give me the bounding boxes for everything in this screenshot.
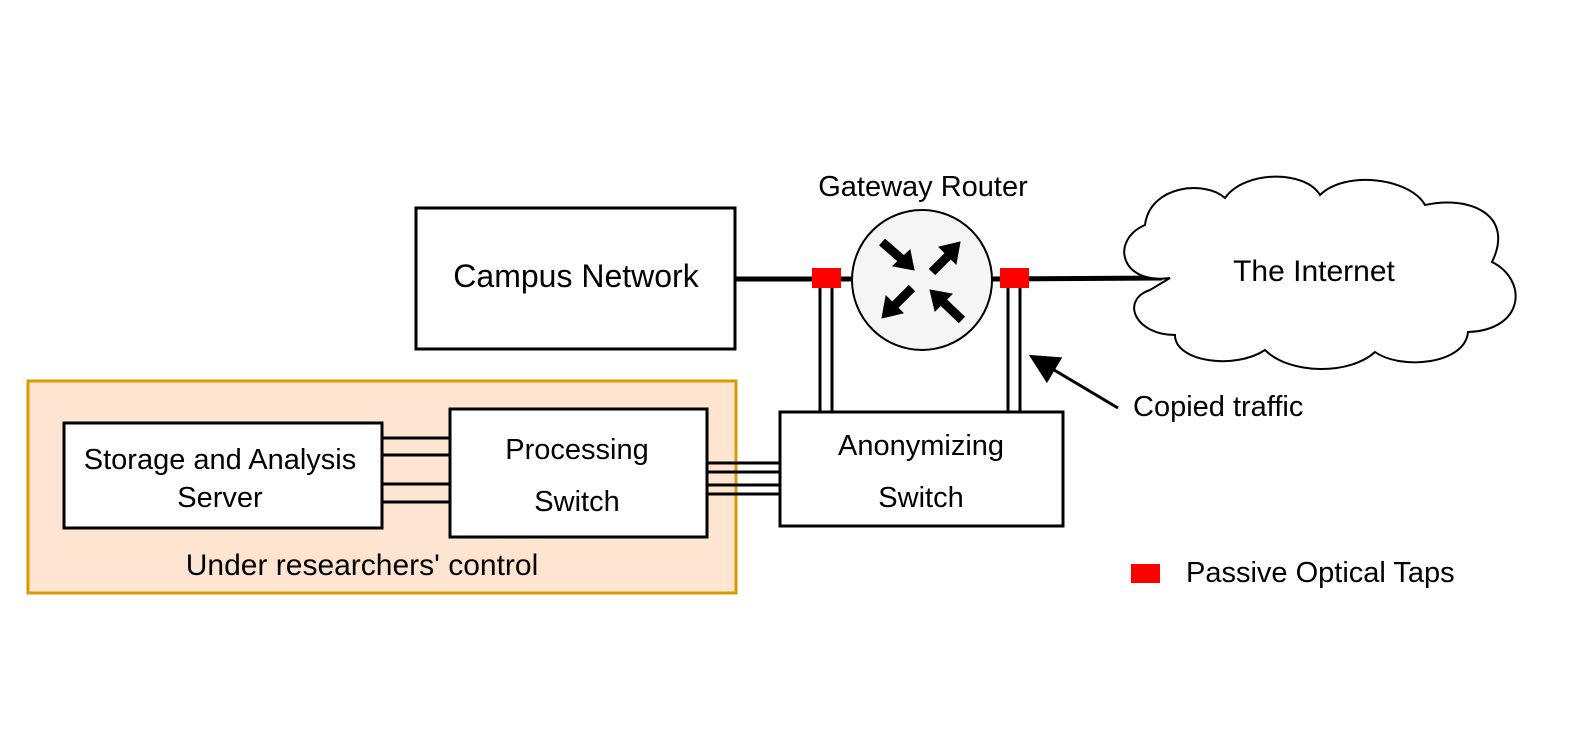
storage-server-label-line1: Storage and Analysis — [84, 444, 356, 476]
campus-network-box — [414, 206, 737, 351]
gateway-router-label: Gateway Router — [818, 171, 1028, 203]
researcher-region-label: Under researchers' control — [186, 549, 539, 582]
anonymizing-switch-box — [778, 410, 1065, 528]
campus-network-label: Campus Network — [453, 258, 699, 294]
server-processing-links — [382, 436, 450, 504]
left-tap-copy-lines — [818, 286, 834, 412]
storage-server-label-line2: Server — [177, 482, 263, 514]
processing-anonymizing-links — [707, 461, 780, 496]
right-tap-copy-lines — [1006, 286, 1022, 412]
gateway-router-node — [851, 209, 993, 351]
passive-optical-tap-right — [1000, 268, 1029, 288]
internet-label: The Internet — [1233, 255, 1395, 288]
processing-switch-label-line1: Processing — [505, 434, 648, 466]
router-arrows-icon — [879, 238, 966, 324]
passive-optical-tap-left — [812, 268, 841, 288]
legend-tap-swatch — [1131, 564, 1160, 583]
copied-traffic-arrow — [1028, 354, 1119, 410]
processing-switch-box — [448, 407, 709, 539]
processing-switch-label-line2: Switch — [534, 486, 619, 518]
copied-traffic-label: Copied traffic — [1133, 391, 1303, 423]
internet-cloud — [1123, 175, 1517, 370]
anonymizing-switch-label-line1: Anonymizing — [838, 430, 1004, 462]
legend-tap-label: Passive Optical Taps — [1186, 557, 1455, 589]
storage-analysis-server-box — [62, 421, 384, 530]
anonymizing-switch-label-line2: Switch — [878, 482, 963, 514]
